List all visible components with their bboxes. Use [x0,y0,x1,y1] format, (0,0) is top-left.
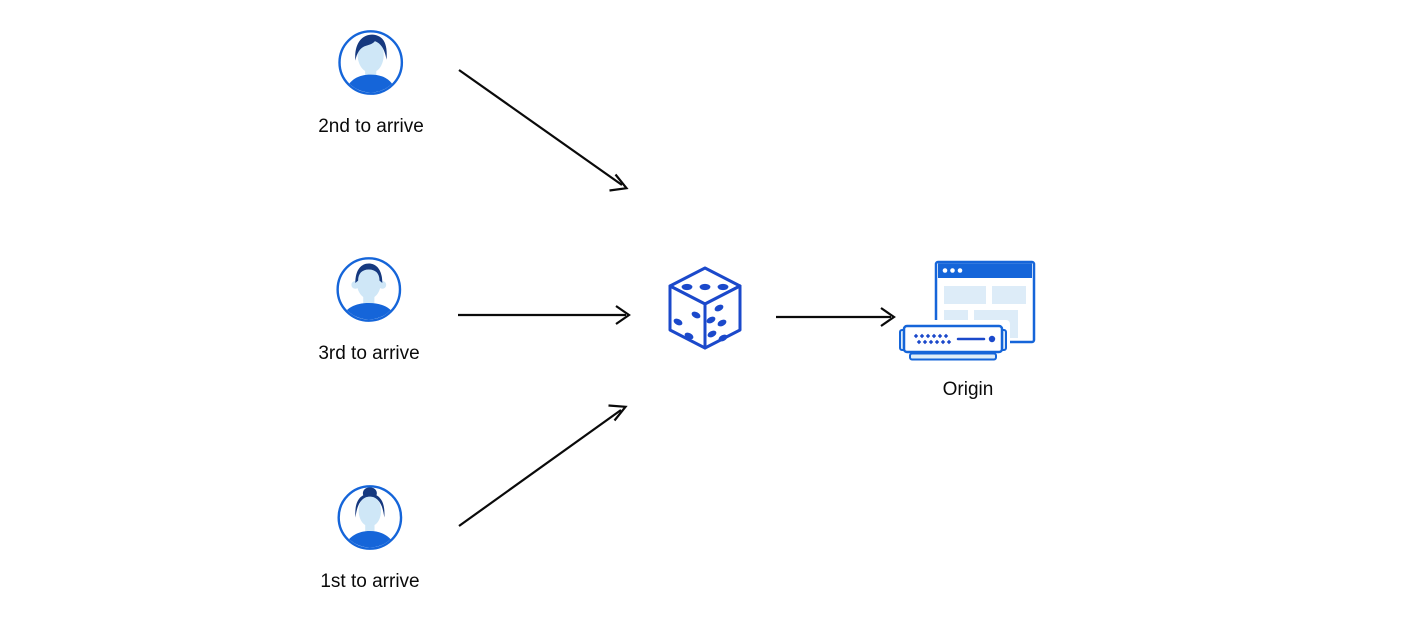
client-label: 2nd to arrive [318,116,424,137]
server-led-pattern [913,333,952,345]
female-user-avatar-icon [337,485,403,550]
dice-right-face-pips [706,304,728,342]
arrow-dice-to-origin [776,307,896,327]
server-unit-icon [898,320,1010,363]
arrow-client3-to-dice [458,305,631,325]
dice-icon [668,266,742,350]
dice-top-face-pips [681,283,729,291]
male-user-avatar-icon [338,30,404,95]
client-node-3rd-to-arrive: 3rd to arrive [318,256,420,365]
male-user-avatar-icon [336,257,402,322]
client-node-1st-to-arrive: 1st to arrive [320,484,420,593]
origin-server-icon [898,260,1036,363]
client-label: 1st to arrive [320,571,420,592]
client-node-2nd-to-arrive: 2nd to arrive [318,29,424,138]
arrow-client2-to-dice [458,69,629,192]
dice-left-face-pips [673,311,701,340]
origin-label: Origin [942,379,994,400]
arrow-client1-to-dice [458,404,628,527]
client-label: 3rd to arrive [318,343,420,364]
origin-node: Origin [898,260,1038,401]
